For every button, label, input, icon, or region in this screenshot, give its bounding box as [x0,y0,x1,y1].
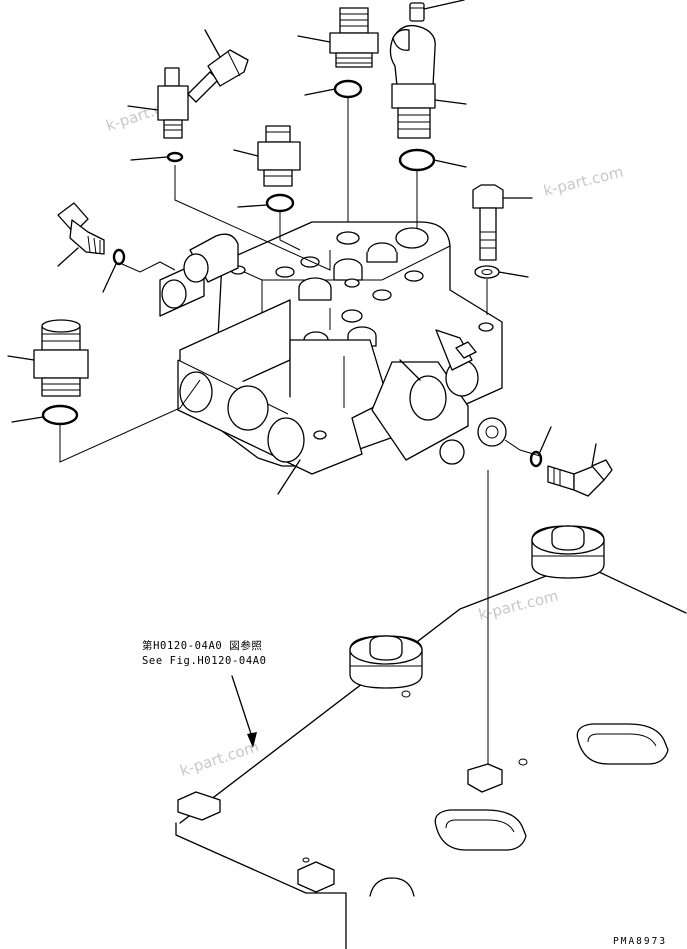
leader-line [399,359,421,381]
reference-note-jp: 第H0120-04A0 図参照 [142,639,263,652]
drawing-code: PMA8973 [613,936,667,947]
straight-connector-part [297,7,379,68]
washer-part [474,265,500,279]
rubber-mount-part [531,525,605,579]
straight-connector-part [233,125,301,187]
large-connector-part [7,319,89,397]
bolt-part [472,184,533,261]
o-ring-part [529,450,543,468]
rubber-mount-part [349,635,423,689]
elbow-connector-part [389,24,467,139]
elbow-fitting-part [547,443,613,497]
elbow-fitting-part [57,202,105,267]
o-ring-part [265,193,295,213]
watermark: k-part.com [542,163,626,200]
o-ring-part [166,151,184,163]
plug-cap-part [409,0,465,22]
o-ring-part [41,404,79,426]
watermark: k-part.com [477,587,561,624]
o-ring-part [112,248,126,266]
control-valve-body [159,221,507,475]
assembly-line-group [59,98,541,770]
reference-arrow [231,675,257,748]
leader-line [277,459,301,495]
o-ring-part [333,79,363,99]
watermark: k-part.com [178,737,261,779]
reference-note-en: See Fig.H0120-04A0 [142,655,267,667]
o-ring-part [398,148,436,172]
frame-plate [175,525,687,949]
tee-fitting-part [127,29,249,139]
